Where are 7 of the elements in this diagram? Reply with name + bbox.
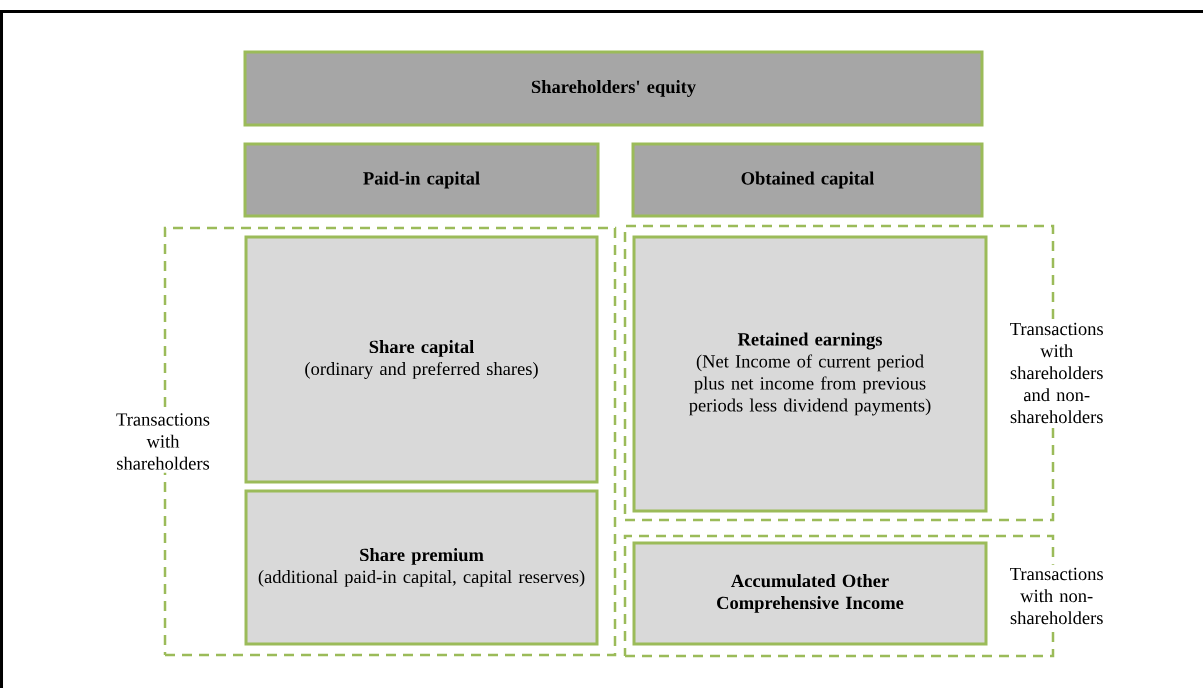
content-box: Share capital (ordinary and preferred shares) — [244, 235, 599, 484]
content-box: Retained earnings (Net Income of current period plus net income from previous periods less dividend payments) — [632, 235, 988, 513]
content-box: Share premium (additional paid-in capital, capital reserves) — [244, 489, 599, 646]
header-box: Shareholders' equity — [243, 50, 984, 127]
content-box: Accumulated Other Comprehensive Income — [632, 541, 988, 646]
header-box: Obtained capital — [631, 142, 984, 218]
header-box: Paid-in capital — [243, 142, 600, 218]
